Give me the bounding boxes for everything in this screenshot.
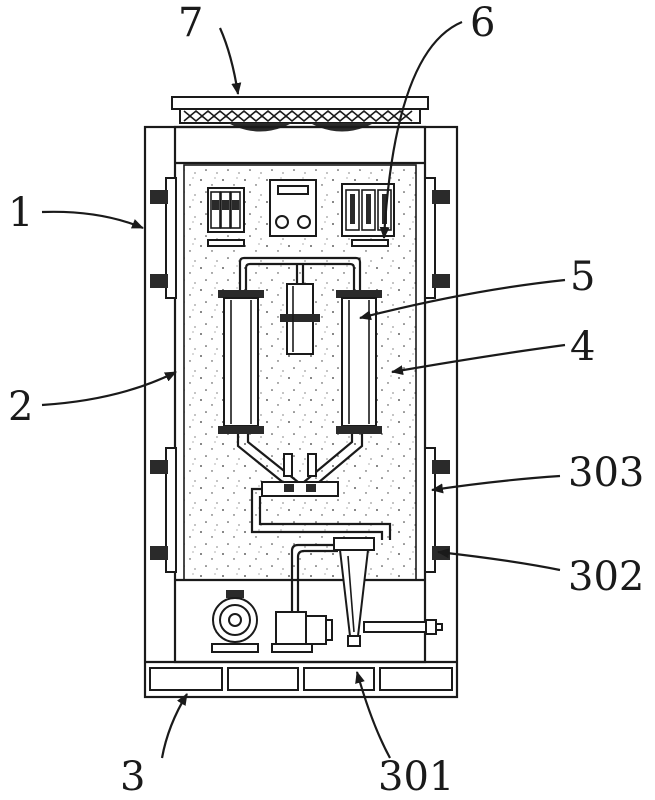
top-filter-plate [172,97,428,123]
filter-cylinder-left [218,290,264,434]
label-1: 1 [8,190,33,236]
leader-303 [432,476,560,490]
control-meter [270,180,316,236]
label-6: 6 [470,0,495,46]
left-door-lower [150,448,176,572]
label-3: 3 [120,754,145,800]
base-frame [150,668,452,690]
label-7: 7 [178,0,203,46]
filter-cylinder-right [336,290,382,434]
drain-pipe [364,620,442,634]
label-4: 4 [570,324,595,370]
label-301: 301 [378,754,454,800]
leader-1 [42,212,143,228]
label-2: 2 [8,384,33,430]
leader-7 [220,28,238,94]
leader-4 [392,345,565,372]
filter-cylinder-center [280,284,320,354]
leader-3 [162,694,187,758]
label-303: 303 [568,450,644,496]
leader-2 [42,372,176,405]
label-5: 5 [570,254,595,300]
label-302: 302 [568,554,644,600]
left-door-upper [150,178,176,298]
pump-motor [272,612,332,652]
blower [212,590,258,652]
right-door-upper [425,178,450,298]
